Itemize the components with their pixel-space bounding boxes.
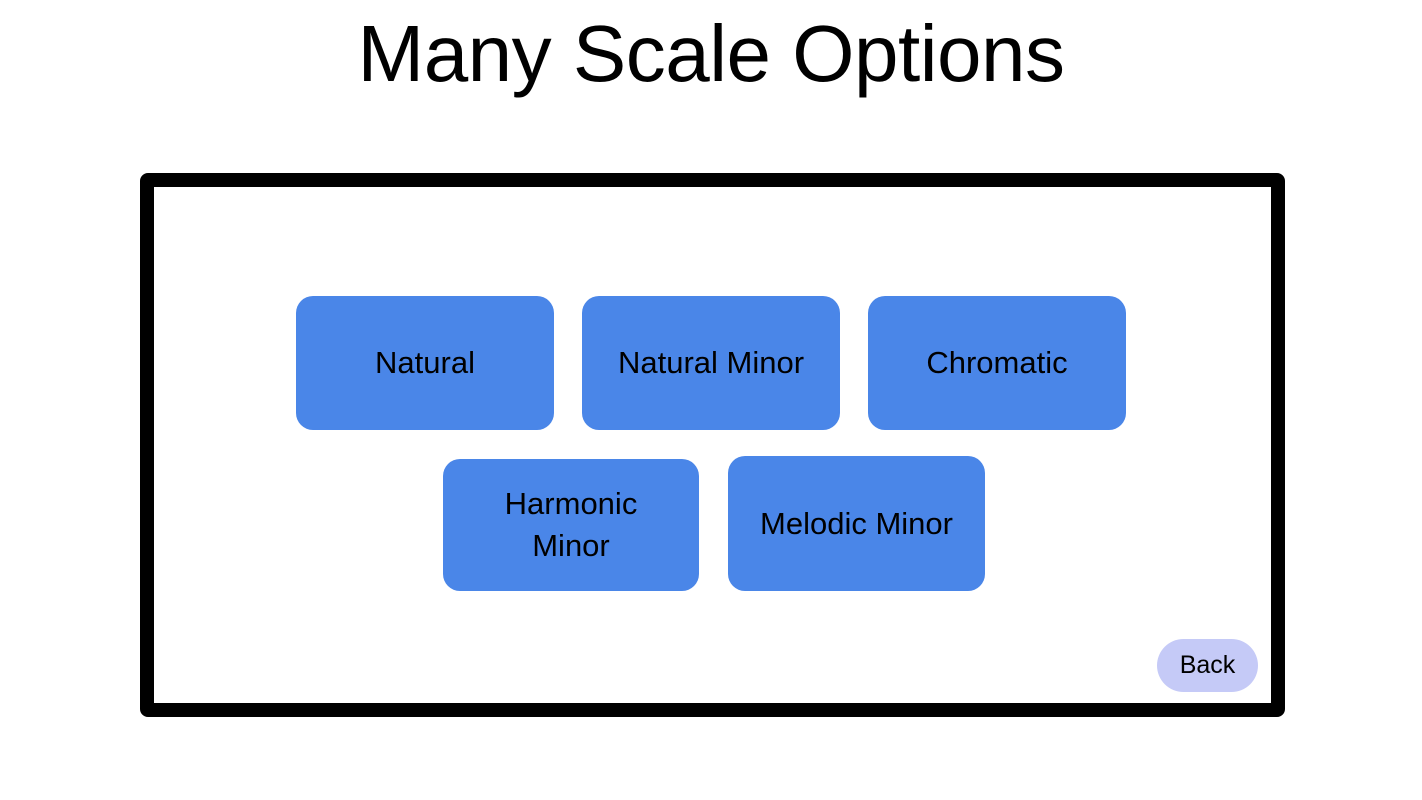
scale-button-natural[interactable]: Natural	[296, 296, 554, 430]
scale-button-harmonic-minor[interactable]: Harmonic Minor	[443, 459, 699, 591]
page-title: Many Scale Options	[357, 9, 1065, 98]
screen-content-area: Natural Natural Minor Chromatic Harmonic…	[154, 187, 1271, 703]
scale-button-chromatic[interactable]: Chromatic	[868, 296, 1126, 430]
back-button[interactable]: Back	[1157, 639, 1258, 692]
device-screen-frame: Natural Natural Minor Chromatic Harmonic…	[140, 173, 1285, 717]
scale-button-melodic-minor[interactable]: Melodic Minor	[728, 456, 985, 591]
scale-button-natural-minor[interactable]: Natural Minor	[582, 296, 840, 430]
